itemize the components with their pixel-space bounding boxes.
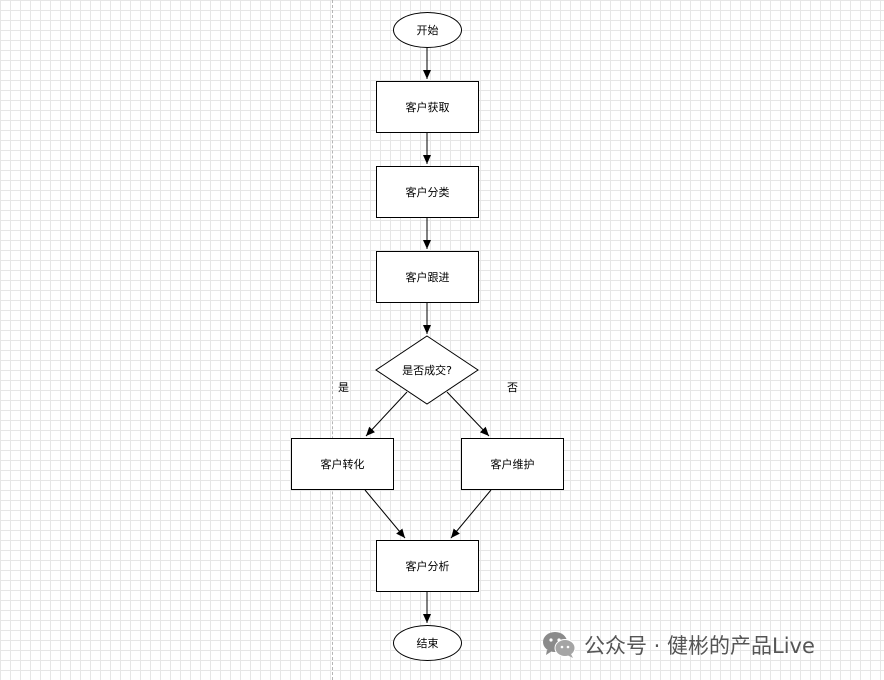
followup-label: 客户跟进 (405, 270, 450, 284)
edge-maintain-analyze (450, 489, 492, 539)
analyze-label: 客户分析 (405, 559, 450, 573)
classify-node[interactable]: 客户分类 (376, 166, 479, 218)
classify-label: 客户分类 (405, 185, 450, 199)
convert-label: 客户转化 (320, 457, 365, 471)
branch-no-label: 否 (507, 381, 518, 394)
edge-decision-maintain (446, 391, 490, 437)
maintain-node[interactable]: 客户维护 (461, 438, 564, 490)
convert-node[interactable]: 客户转化 (291, 438, 394, 490)
end-node[interactable]: 结束 (393, 625, 462, 661)
wechat-icon (543, 632, 576, 658)
acquire-label: 客户获取 (405, 100, 450, 114)
acquire-node[interactable]: 客户获取 (376, 81, 479, 133)
end-label: 结束 (416, 636, 439, 650)
decision-label-box: 是否成交? (376, 336, 478, 404)
decision-diamond[interactable] (375, 335, 479, 405)
decision-label: 是否成交? (402, 364, 452, 377)
followup-node[interactable]: 客户跟进 (376, 251, 479, 303)
watermark: 公众号 · 健彬的产品Live (542, 630, 815, 660)
page-boundary-guide (332, 0, 333, 680)
analyze-node[interactable]: 客户分析 (376, 540, 479, 592)
branch-yes-label: 是 (338, 381, 349, 394)
watermark-text: 公众号 · 健彬的产品Live (584, 634, 815, 658)
start-node[interactable]: 开始 (393, 12, 462, 48)
edge-convert-analyze (364, 489, 406, 539)
maintain-label: 客户维护 (490, 457, 535, 471)
start-label: 开始 (416, 23, 439, 37)
edge-decision-convert (365, 391, 408, 437)
